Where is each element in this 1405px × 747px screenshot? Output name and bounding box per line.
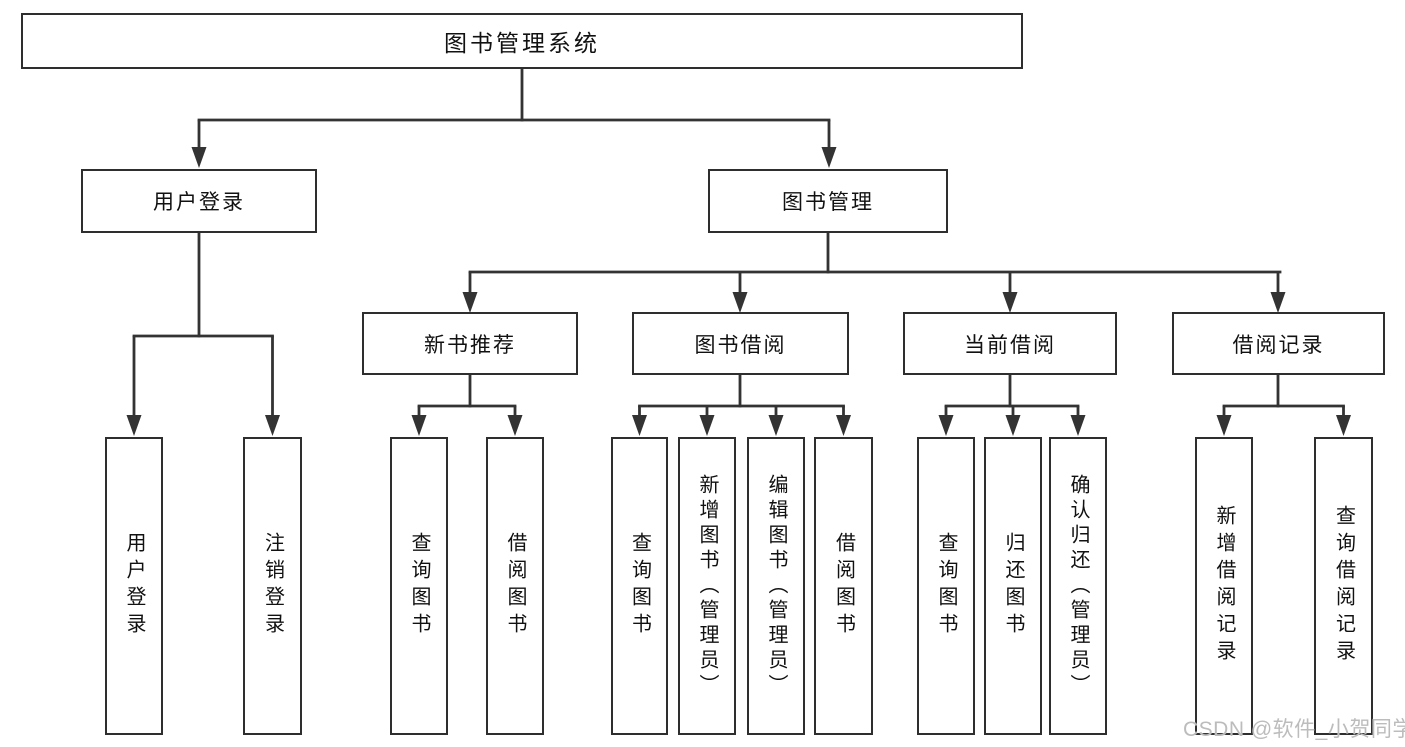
node-add-borrow-record: 新增借阅记录 [1195,437,1253,735]
node-confirm-return-admin: 确认归还（管理员） [1049,437,1107,735]
node-user-login-leaf: 用户登录 [105,437,163,735]
csdn-watermark: CSDN @软件_小贺同学 [1183,718,1405,741]
node-label: 查询借阅记录 [1332,505,1355,667]
node-add-book-admin: 新增图书（管理员） [678,437,736,735]
node-borrow-books: 借阅图书 [814,437,873,735]
arrow-down-icons [126,147,1351,436]
node-label: 注销登录 [261,532,284,640]
node-query-books-recommend: 查询图书 [390,437,448,735]
node-label: 图书管理 [782,191,874,214]
node-label: 图书管理系统 [444,30,600,56]
node-borrow-books-recommend: 借阅图书 [486,437,544,735]
node-label: 新增借阅记录 [1213,505,1235,667]
node-label: 新书推荐 [424,333,516,357]
node-label: 归还图书 [1002,532,1024,640]
node-label: 用户登录 [153,191,245,214]
node-book-management-system: 图书管理系统 [21,13,1023,69]
node-logout: 注销登录 [243,437,302,735]
node-label: 查询图书 [408,532,430,640]
node-label: 借阅图书 [832,532,855,640]
node-book-borrow: 图书借阅 [632,312,849,375]
node-query-books-current: 查询图书 [917,437,975,735]
node-label: 编辑图书（管理员） [765,473,787,699]
node-label: 用户登录 [123,532,145,640]
node-label: 确认归还（管理员） [1067,473,1089,699]
node-label: 新增图书（管理员） [696,473,718,699]
node-current-borrow: 当前借阅 [903,312,1117,375]
node-edit-book-admin: 编辑图书（管理员） [747,437,805,735]
node-user-login: 用户登录 [81,169,317,233]
node-borrow-records: 借阅记录 [1172,312,1385,375]
node-label: 当前借阅 [964,333,1056,357]
node-return-books: 归还图书 [984,437,1042,735]
node-label: 借阅记录 [1232,333,1325,357]
node-label: 图书借阅 [694,333,787,357]
node-query-books-borrow: 查询图书 [611,437,668,735]
node-label: 借阅图书 [504,532,526,640]
node-new-book-recommend: 新书推荐 [362,312,578,375]
node-label: 查询图书 [935,532,957,640]
node-query-borrow-record: 查询借阅记录 [1314,437,1373,735]
node-book-management: 图书管理 [708,169,948,233]
node-label: 查询图书 [628,532,651,640]
